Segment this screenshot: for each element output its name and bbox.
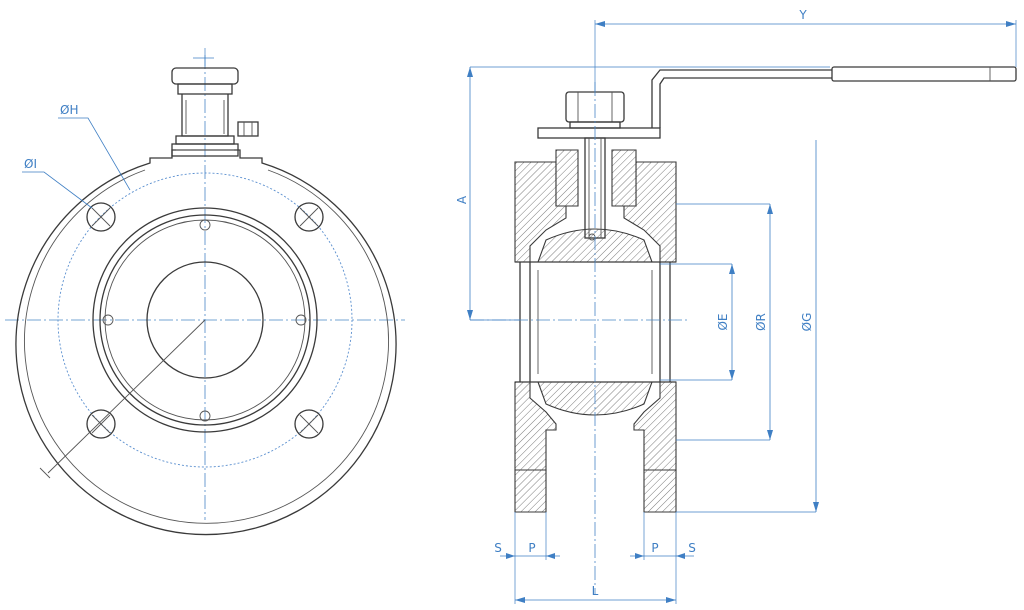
leader-dia-H <box>58 117 131 191</box>
leader-dia-I <box>22 171 93 209</box>
seat-hole-left <box>102 314 114 326</box>
label-P-right: P <box>651 541 658 555</box>
label-S-right: S <box>688 541 696 555</box>
seat-hole-top <box>199 219 211 231</box>
flange-outer-contour <box>15 149 397 536</box>
bolt-hole-bottom-right <box>294 409 324 439</box>
label-Y: Y <box>798 8 807 22</box>
label-L: L <box>592 584 599 598</box>
bolt-circle-H <box>57 172 353 468</box>
label-dia-G: ØG <box>800 313 814 332</box>
label-dia-H: ØH <box>60 103 78 117</box>
label-A: A <box>455 195 469 204</box>
stem-top-boss <box>171 67 259 157</box>
raised-face-ring <box>99 214 311 426</box>
bolt-hole-top-right <box>294 202 324 232</box>
seat-hole-right <box>295 314 307 326</box>
side-section-view: A Y ØE ØR ØG <box>455 8 1017 604</box>
seat-hole-bottom <box>199 410 211 422</box>
label-dia-E: ØE <box>716 313 730 330</box>
bore-circle <box>146 261 264 379</box>
bolt-hole-top-left <box>86 202 116 232</box>
raised-face-outer <box>92 207 318 433</box>
bolt-hole-bottom-left <box>86 409 116 439</box>
label-P-left: P <box>528 541 535 555</box>
label-S-left: S <box>494 541 502 555</box>
section-diagonal-line <box>47 319 206 474</box>
label-dia-R: ØR <box>754 313 768 331</box>
front-view: ØH ØI <box>5 48 405 536</box>
flange-inner-contour <box>24 169 389 524</box>
label-dia-I: ØI <box>24 157 37 171</box>
handle-lever <box>537 66 1017 139</box>
